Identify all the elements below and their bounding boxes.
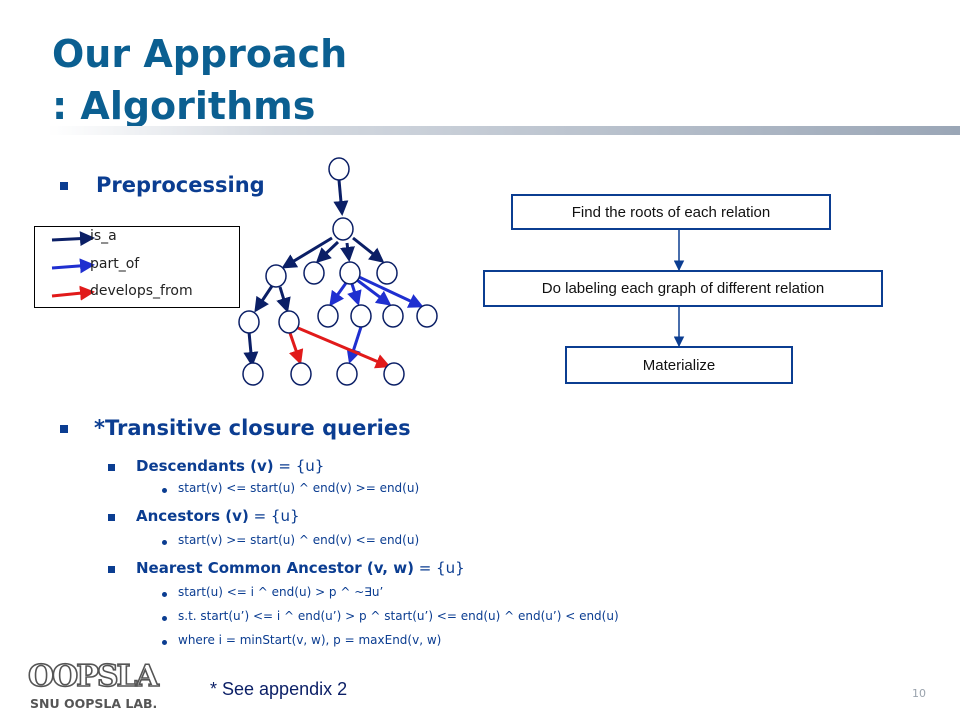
square-bullet-icon xyxy=(108,464,115,471)
graph-edge xyxy=(356,278,392,306)
graph-node xyxy=(383,362,405,386)
query-condition: where i = minStart(v, w), p = maxEnd(v, … xyxy=(178,633,442,647)
legend-label-develops-from: develops_from xyxy=(90,283,193,299)
round-bullet-icon xyxy=(162,616,167,621)
graph-edge xyxy=(276,286,291,313)
round-bullet-icon xyxy=(162,540,167,545)
slide-title-line1: Our Approach xyxy=(52,32,348,76)
round-bullet-icon xyxy=(162,640,167,645)
graph-edge xyxy=(288,332,304,365)
slide-title: Our Approach : Algorithms xyxy=(52,28,347,132)
graph-node xyxy=(376,261,398,285)
graph-node xyxy=(278,310,300,334)
flow-step-labeling: Do labeling each graph of different rela… xyxy=(483,270,883,307)
query-condition: start(u) <= i ^ end(u) > p ^ ~∃u’ xyxy=(178,585,384,599)
legend-label-part-of: part_of xyxy=(90,256,140,272)
graph-node xyxy=(382,304,404,328)
round-bullet-icon xyxy=(162,488,167,493)
graph-node xyxy=(339,261,361,285)
preprocessing-heading: Preprocessing xyxy=(96,173,265,197)
round-bullet-icon xyxy=(162,592,167,597)
legend-develops-from-arrow xyxy=(51,285,95,301)
square-bullet-icon xyxy=(108,566,115,573)
graph-node xyxy=(238,310,260,334)
graph-node xyxy=(328,157,350,181)
legend-is-a-arrow xyxy=(51,231,95,247)
query-descendants: Descendants (v) = {u} xyxy=(136,457,324,475)
square-bullet-icon xyxy=(60,425,68,433)
logo-subtitle: SNU OOPSLA LAB. xyxy=(30,696,157,711)
graph-node xyxy=(416,304,438,328)
query-suffix: = {u} xyxy=(413,559,465,577)
legend-part-of-arrow xyxy=(51,258,95,274)
query-nearest-common-ancestor: Nearest Common Ancestor (v, w) = {u} xyxy=(136,559,465,577)
graph-edge xyxy=(352,236,385,263)
graph-edge xyxy=(254,285,274,313)
graph-edge xyxy=(315,240,340,264)
graph-node xyxy=(265,264,287,288)
square-bullet-icon xyxy=(108,514,115,521)
appendix-footnote: * See appendix 2 xyxy=(210,679,348,699)
query-name: Nearest Common Ancestor (v, w) xyxy=(136,559,414,577)
query-condition: start(v) >= start(u) ^ end(v) <= end(u) xyxy=(178,533,420,547)
query-condition: start(v) <= start(u) ^ end(v) >= end(u) xyxy=(178,481,420,495)
graph-edge xyxy=(347,283,362,306)
legend-label-is-a: is_a xyxy=(90,228,117,244)
query-condition: s.t. start(u’) <= i ^ end(u’) > p ^ star… xyxy=(178,609,619,623)
graph-edge xyxy=(346,326,363,364)
queries-heading: *Transitive closure queries xyxy=(94,416,411,440)
logo-wordmark: OOPSLA xyxy=(28,659,160,694)
page-number: 10 xyxy=(912,687,926,700)
graph-edge xyxy=(340,242,355,262)
graph-edge xyxy=(358,275,424,308)
graph-edge xyxy=(297,326,391,369)
flow-step-find-roots: Find the roots of each relation xyxy=(511,194,831,230)
query-suffix: = {u} xyxy=(273,457,325,475)
title-divider xyxy=(48,126,960,135)
query-ancestors: Ancestors (v) = {u} xyxy=(136,507,300,525)
graph-node xyxy=(336,362,358,386)
graph-edge xyxy=(329,282,348,307)
query-name: Ancestors (v) xyxy=(136,507,249,525)
graph-node xyxy=(332,217,354,241)
graph-edge xyxy=(281,236,333,269)
graph-node xyxy=(303,261,325,285)
graph-edge xyxy=(243,331,259,367)
query-suffix: = {u} xyxy=(248,507,300,525)
oopsla-logo: OOPSLA SNU OOPSLA LAB. xyxy=(27,658,162,711)
graph-edge xyxy=(333,179,349,216)
flow-step-materialize: Materialize xyxy=(565,346,793,384)
graph-node xyxy=(242,362,264,386)
graph-node xyxy=(350,304,372,328)
graph-node xyxy=(317,304,339,328)
graph-node xyxy=(290,362,312,386)
query-name: Descendants (v) xyxy=(136,457,274,475)
slide-title-line2: : Algorithms xyxy=(52,84,316,128)
square-bullet-icon xyxy=(60,182,68,190)
